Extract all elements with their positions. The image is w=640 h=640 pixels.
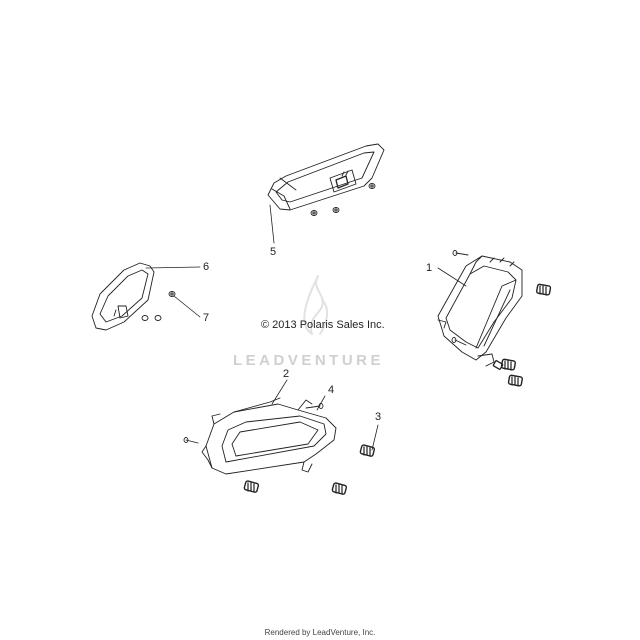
callout-6: 6	[203, 261, 210, 273]
leadventure-logo-icon	[303, 275, 328, 335]
callout-7: 7	[203, 312, 210, 324]
part-5-light-housing	[267, 143, 385, 211]
part-2-headlight	[201, 397, 337, 475]
part-2-bolts	[183, 403, 376, 495]
footer-credit: Rendered by LeadVenture, Inc.	[264, 628, 376, 637]
callout-5: 5	[270, 246, 277, 258]
callout-leader-lines	[145, 204, 467, 451]
watermark-text: LEADVENTURE	[233, 352, 385, 369]
part-5-fasteners	[310, 183, 376, 216]
part-1-headlight	[437, 255, 523, 367]
callout-3: 3	[375, 411, 382, 423]
callout-1: 1	[426, 262, 433, 274]
part-6-light	[91, 262, 155, 331]
copyright-text: © 2013 Polaris Sales Inc.	[261, 319, 385, 331]
callout-4: 4	[328, 384, 335, 396]
part-1-bolts	[451, 250, 552, 387]
callout-2: 2	[283, 368, 290, 380]
part-7-fasteners	[141, 291, 176, 321]
